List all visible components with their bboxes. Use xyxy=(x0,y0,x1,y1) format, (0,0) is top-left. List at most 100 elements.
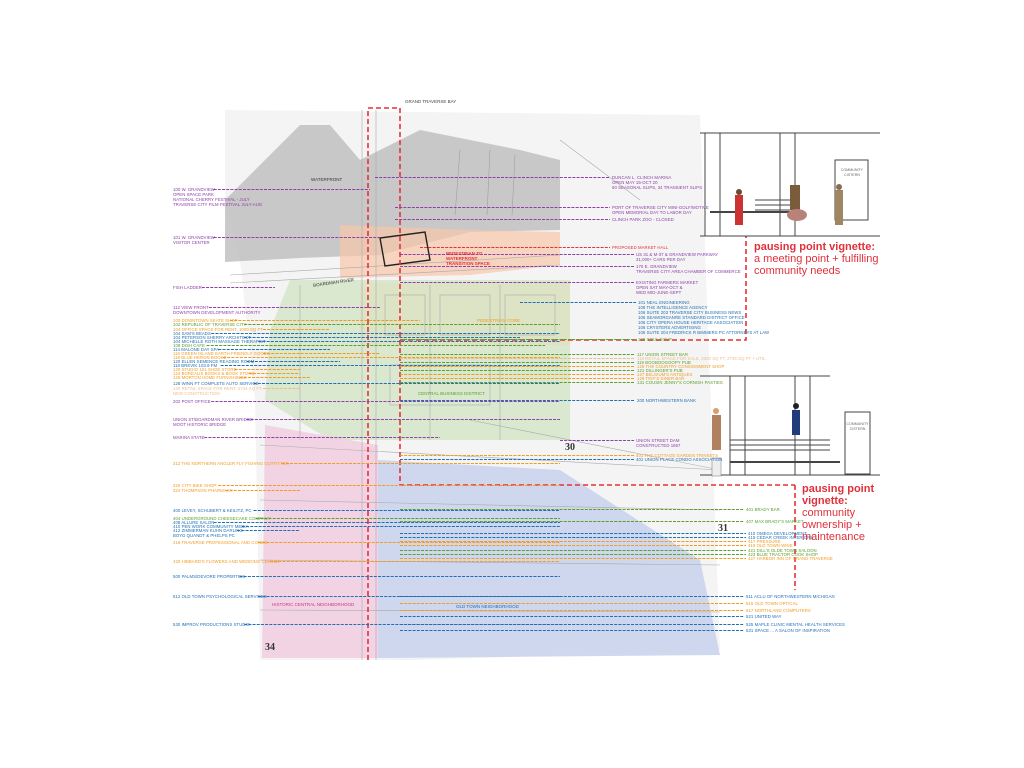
left-label: 100 DOWNTOWN SKATE SHOP xyxy=(173,318,238,323)
right-label: 415 CEDAR CREEK INTERIORS xyxy=(748,535,813,540)
label-line: 114 MALONE DAY SPA xyxy=(173,347,220,352)
label-line: 525 MAPLE CLINIC MENTAL HEALTH SERVICES xyxy=(746,622,845,627)
right-label: 521 UNITED WAY xyxy=(746,614,782,619)
label-line: 104 SAM'S BEADS xyxy=(173,331,211,336)
label-line: 116 GREEN ISLAND EARTH FRIENDLY GOODS xyxy=(173,351,270,356)
right-label: 119 BOOBOOGOOPY PUB xyxy=(637,360,691,365)
left-label: 118 BREVIK 103.9 FM xyxy=(173,363,217,368)
label-line: 108 THE INTELLIGENCE AGENCY xyxy=(638,305,708,310)
right-label: 517 NORTHLAND COMPUTERS xyxy=(746,608,811,613)
left-label: MARINA STATE xyxy=(173,435,204,440)
label-line: 106 CRYSTERS ADVERTISING xyxy=(638,325,701,330)
label-line: 60 SEASONAL SLIPS, 34 TRANSIENT SLIPS xyxy=(612,185,703,190)
transition-line: PEDESTRIAN TO xyxy=(446,251,483,256)
label-line: MOOT HISTORIC BRIDGE xyxy=(173,422,227,427)
left-label: 102 REPUBLIC OF TRAVERSE CITY xyxy=(173,322,246,327)
cistern-line: CISTERN xyxy=(844,173,860,177)
label-line: 200 NORTHWESTERN BANK xyxy=(637,398,696,403)
left-label: 404 UNDERGROUND CHEESECAKE COMPANY xyxy=(173,516,271,521)
label-line: 320 CITY BIKE SHOP xyxy=(173,483,217,488)
shelter-1 xyxy=(700,132,880,237)
transition-line: TRANSITION SPACE xyxy=(446,261,490,266)
label-line: 423 BLUE TRACTOR COOK SHOP xyxy=(748,552,818,557)
label-line: 512 OLD TOWN PSYCHOLOGICAL SERVICES xyxy=(173,594,267,599)
left-label: 104 MICHELLE ROTH MASSAGE THERAPIST xyxy=(173,339,266,344)
bay-label: GRAND TRAVERSE BAY xyxy=(405,99,457,104)
leader-lines xyxy=(201,177,746,631)
label-line: TRAVERSE CITY AREA CHAMBER OF COMMERCE xyxy=(636,269,741,274)
left-label: 118 BLUE HERON BOOKS xyxy=(173,355,226,360)
right-label: 531 SPACE ... A SALON OF INSPIRATION xyxy=(746,628,830,633)
left-label: 202 POST OFFICE xyxy=(173,399,211,404)
left-label: 410 PEN WORK COMMUNITY MEDIA xyxy=(173,524,249,529)
label-line: 420 HIBBARD'S FLOWERS AND WEDDING CENTER xyxy=(173,559,280,564)
label-line: UNION STREET DAM xyxy=(636,438,680,443)
label-line: 101 NEAL ENGINEERING xyxy=(638,300,690,305)
transition-line: WATERFRONT xyxy=(446,256,478,261)
sheet-number: 31 xyxy=(718,523,728,534)
pedestrian-core-label: PEDESTRIAN CORE xyxy=(477,318,521,323)
right-label: 423 BLUE TRACTOR COOK SHOP xyxy=(748,552,818,557)
left-label: 420 HIBBARD'S FLOWERS AND WEDDING CENTER xyxy=(173,559,279,564)
label-line: 515 OLD TOWN OPTICAL xyxy=(746,601,798,606)
vignette-subtitle: community xyxy=(802,507,856,519)
right-label: 407 MAX BRADY'S MARKET xyxy=(746,519,804,524)
left-label: 120 STUDIO 101 SHOE STORE xyxy=(173,367,237,372)
right-label: 127 BELGIUM'S ANTIQUES xyxy=(637,372,692,377)
label-line: 126 MORTON HOME FURNISHINGS xyxy=(173,375,247,380)
label-line: OPEN MAY 15-OCT 20 xyxy=(612,180,658,185)
oldtown-label: OLD TOWN NEIGHBORHOOD xyxy=(456,604,519,609)
cistern-line: CISTERN xyxy=(849,427,866,431)
label-line: 127 BELGIUM'S ANTIQUES xyxy=(637,372,693,377)
right-label: 417 PRESSURE xyxy=(748,539,781,544)
right-label: 119 RETAIL SPACE FOR SALE, 2300 SQ FT, 2… xyxy=(637,356,766,361)
label-line: UNION ST/BOARDMAN RIVER BRIDGE xyxy=(173,417,254,422)
label-line: 131 COUSIN JENNY'S CORNISH PASTIES xyxy=(637,380,723,385)
left-label: 312 THE NORTHERN ANGLER FLY FISHING OUTF… xyxy=(173,461,289,466)
label-line: PROPOSED MARKET HALL xyxy=(612,245,669,250)
label-line: 427 HARBOR INN OF GRAND TRAVERSE xyxy=(748,556,833,561)
label-line: 119 BOOBOOGOOPY PUB xyxy=(637,360,691,365)
right-label: 117 UNION STREET BAR xyxy=(637,352,688,357)
label-line: 410 PEN WORK COMMUNITY MEDIA xyxy=(173,524,249,529)
label-line: 100 DOWNTOWN SKATE SHOP xyxy=(173,318,238,323)
right-label: CLINCH PARK ZOO - CLOSED xyxy=(612,217,674,222)
label-line: 417 PRESSURE xyxy=(748,539,781,544)
label-line: 511 ACLU OF NORTHWESTERN MICHIGAN xyxy=(746,594,835,599)
shelter-2 xyxy=(700,375,880,476)
vignette-title: vignette: xyxy=(802,495,848,507)
left-label: 324 THOMPSON PHARMACY xyxy=(173,488,233,493)
right-label: 511 ACLU OF NORTHWESTERN MICHIGAN xyxy=(746,594,835,599)
right-label: 200 NORTHWESTERN BANK xyxy=(637,398,696,403)
label-line: 124 BOREALIS BOOKS & BOOK STORE xyxy=(173,371,255,376)
right-label: 421 DILL'S OLDE TOWN SALOON xyxy=(748,548,817,553)
label-line: 109 SOUL SOUP xyxy=(638,337,672,342)
label-line: 102 REPUBLIC OF TRAVERSE CITY xyxy=(173,322,247,327)
vignette-subtitle: maintenance xyxy=(802,531,865,543)
label-line: US 31 & M-37 & GRANDVIEW PARKWAY xyxy=(636,252,719,257)
label-line: EXISTING FARMERS MARKET xyxy=(636,280,699,285)
right-label: 131 COUSIN JENNY'S CORNISH PASTIES xyxy=(637,380,723,385)
label-line: 521 UNITED WAY xyxy=(746,614,782,619)
right-label: 515 OLD TOWN OPTICAL xyxy=(746,601,798,606)
left-label: FISH LADDER xyxy=(173,285,202,290)
label-line: 401 BRADY BAR xyxy=(746,507,780,512)
label-line: 412 ZIMMERMAN KUHN DARLING xyxy=(173,528,243,533)
right-label: 401 THE COTTAGE GARDEN TRINKETS xyxy=(636,453,718,458)
label-line: 128 WINN FT COMPLETE AUTO SERVICE xyxy=(173,381,259,386)
left-label: 128 WINN FT COMPLETE AUTO SERVICE xyxy=(173,381,258,386)
label-line: 106 CITY OPERA HOUSE HERITAGE ASSOCIATIO… xyxy=(638,320,744,325)
waterfront-zone xyxy=(225,125,560,262)
label-line: OPEN SAT MAY-OCT & xyxy=(636,285,683,290)
left-label: 512 OLD TOWN PSYCHOLOGICAL SERVICES xyxy=(173,594,267,599)
